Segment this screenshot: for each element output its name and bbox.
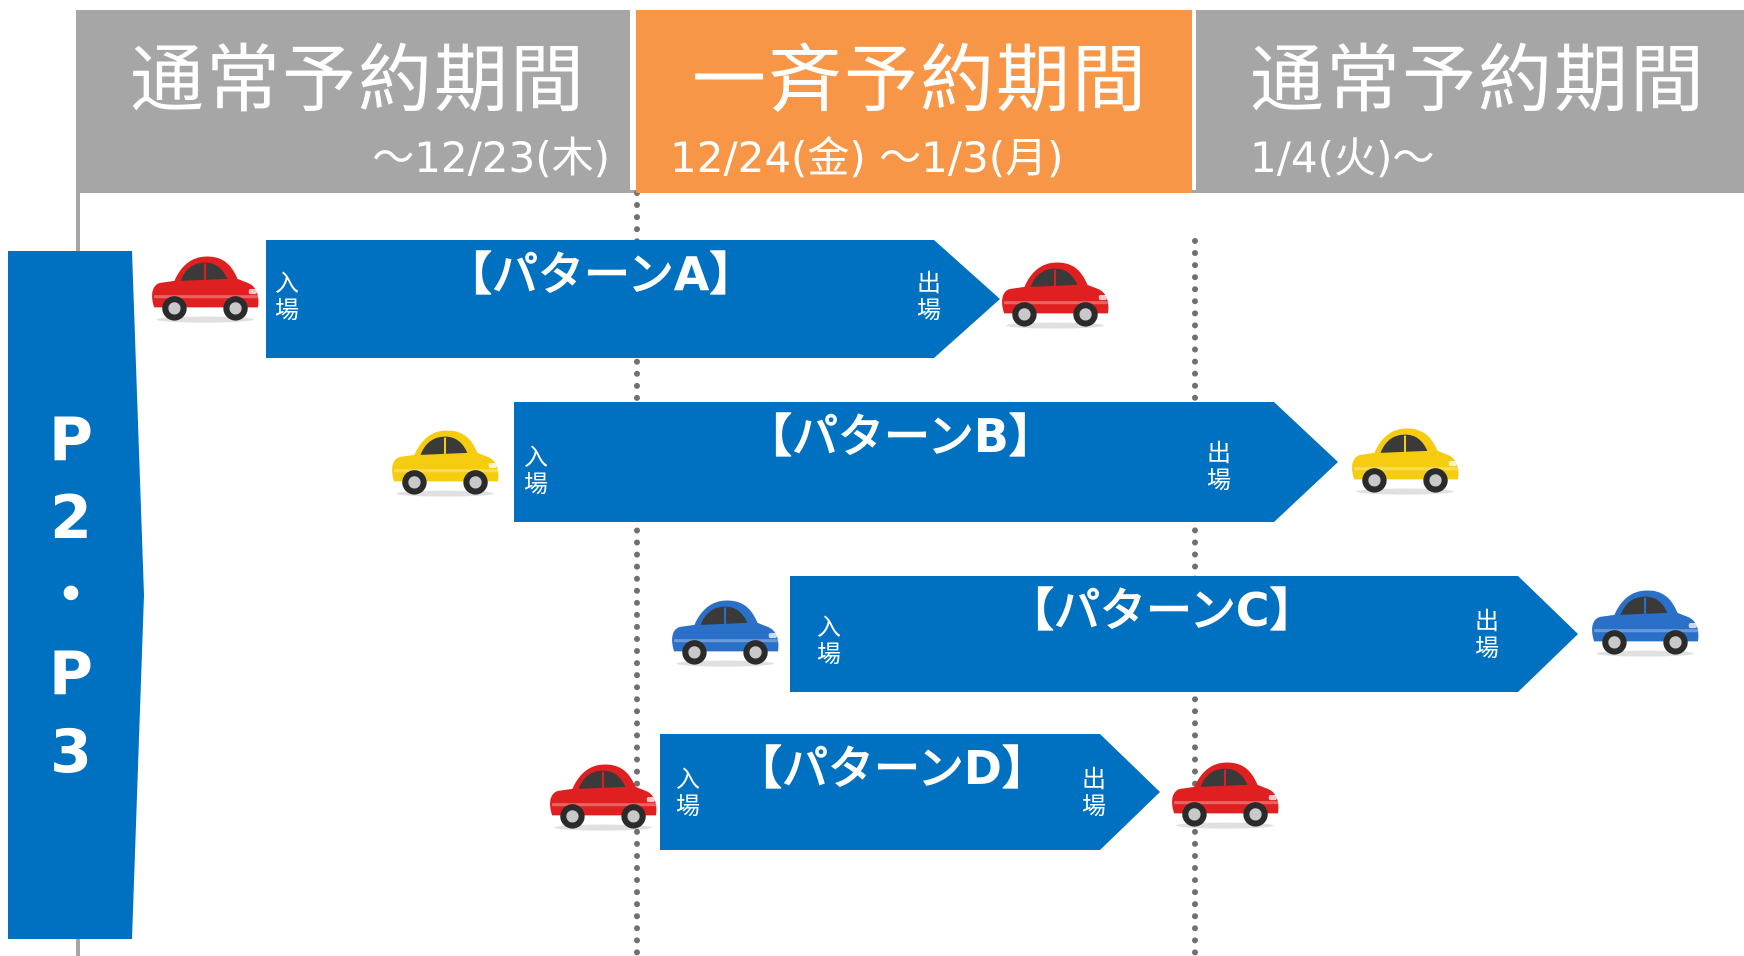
car-red-icon xyxy=(998,256,1112,330)
car-red-icon xyxy=(148,250,262,324)
period-title: 通常予約期間 xyxy=(130,37,586,123)
sidebar-label-p2-p3: P 2 ・ P 3 xyxy=(8,251,144,939)
pattern-title: 【パターンC】 xyxy=(1008,583,1316,637)
arrow-shape xyxy=(514,402,1338,522)
entry-label: 入場 xyxy=(275,269,299,324)
period-normal-before: 通常予約期間 ～12/23(木) xyxy=(76,10,630,193)
car-blue-icon xyxy=(1588,584,1702,658)
car-red-icon xyxy=(1168,756,1282,830)
entry-label: 入場 xyxy=(524,443,548,498)
exit-label: 出場 xyxy=(1082,765,1106,820)
exit-label: 出場 xyxy=(917,269,941,324)
period-dates: 12/24(金) ～1/3(月) xyxy=(670,133,1064,182)
sidebar-char: P xyxy=(49,405,93,475)
car-red-icon xyxy=(546,758,660,832)
sidebar-char: ・ xyxy=(41,561,101,631)
pattern-title: 【パターンB】 xyxy=(746,409,1055,463)
exit-label: 出場 xyxy=(1207,439,1231,494)
period-title: 一斉予約期間 xyxy=(692,37,1148,123)
sidebar-char: 2 xyxy=(50,483,92,553)
period-normal-after: 通常予約期間 1/4(火)～ xyxy=(1196,10,1744,193)
car-yellow-icon xyxy=(1348,422,1462,496)
pattern-a-arrow: 【パターンA】 入場 出場 xyxy=(266,240,1000,358)
sidebar-text: P 2 ・ P 3 xyxy=(8,401,134,791)
period-boundary-line-1 xyxy=(634,190,640,956)
sidebar-shape xyxy=(8,251,144,939)
sidebar-char: P xyxy=(49,639,93,709)
arrow-shape xyxy=(266,240,1000,358)
car-yellow-icon xyxy=(388,424,502,498)
period-dates: ～12/23(木) xyxy=(372,133,610,182)
pattern-c-arrow: 【パターンC】 入場 出場 xyxy=(790,576,1578,692)
sidebar-char: 3 xyxy=(50,717,92,787)
pattern-b-arrow: 【パターンB】 入場 出場 xyxy=(514,402,1338,522)
pattern-title: 【パターンA】 xyxy=(446,247,756,301)
exit-label: 出場 xyxy=(1475,607,1499,662)
arrow-shape xyxy=(660,734,1160,850)
period-dates: 1/4(火)～ xyxy=(1250,133,1435,182)
pattern-d-arrow: 【パターンD】 入場 出場 xyxy=(660,734,1160,850)
pattern-title: 【パターンD】 xyxy=(736,741,1048,795)
period-title: 通常予約期間 xyxy=(1250,37,1706,123)
period-bulk: 一斉予約期間 12/24(金) ～1/3(月) xyxy=(636,10,1192,193)
entry-label: 入場 xyxy=(676,765,700,820)
car-blue-icon xyxy=(668,594,782,668)
entry-label: 入場 xyxy=(817,613,841,668)
arrow-shape xyxy=(790,576,1578,692)
